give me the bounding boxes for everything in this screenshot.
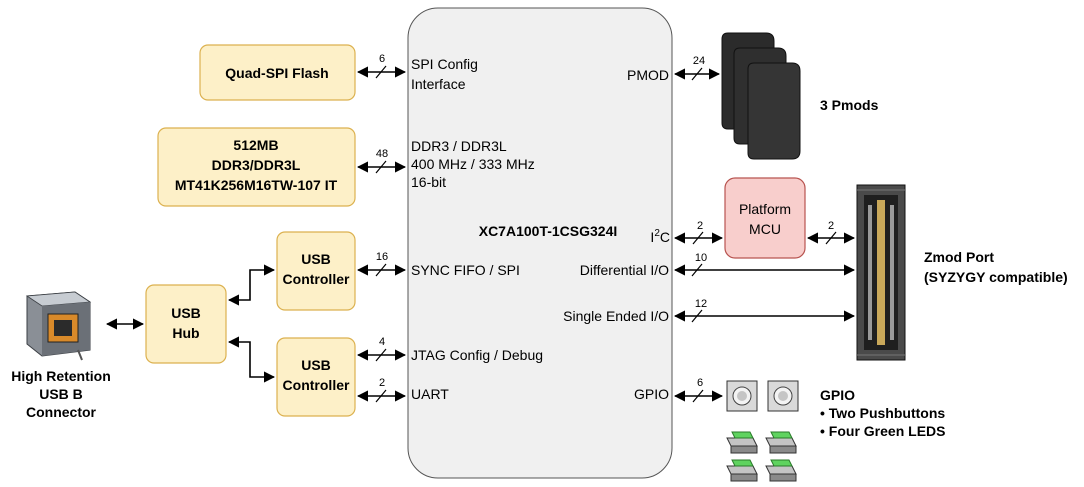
usb-controller-top-line-2: Controller <box>283 271 350 287</box>
pmod-modules-icon <box>721 32 801 160</box>
fpga-name: XC7A100T-1CSG324I <box>479 223 618 239</box>
bus-width-gpio: 6 <box>697 377 703 389</box>
port-spi-config-1: SPI Config <box>411 56 478 72</box>
usb-connector-label-1: High Retention <box>11 368 111 384</box>
hub-controller-bottom-link <box>227 336 276 383</box>
bus-width-single-ended: 12 <box>695 298 707 310</box>
usb-controller-top-line-1: USB <box>301 251 331 267</box>
port-uart: UART <box>411 386 449 402</box>
green-led-icon <box>765 431 797 454</box>
bus-width-usb-sync: 16 <box>376 251 388 263</box>
platform-mcu-line-2: MCU <box>749 221 781 237</box>
ddr-memory-line-3: MT41K256M16TW-107 IT <box>175 177 338 193</box>
hub-controller-top-link <box>227 264 276 306</box>
bus-width-pmod: 24 <box>693 55 705 67</box>
ddr-memory-block <box>157 127 356 207</box>
port-ddr-3: 16-bit <box>411 174 446 190</box>
ddr-memory-line-1: 512MB <box>233 137 278 153</box>
green-led-icon <box>726 431 758 454</box>
port-gpio: GPIO <box>634 386 669 402</box>
usb-connector-label-2: USB B <box>39 386 83 402</box>
usb-controller-bottom-line-1: USB <box>301 357 331 373</box>
usb-controller-top-block <box>276 231 356 311</box>
port-single-ended: Single Ended I/O <box>563 308 669 324</box>
usb-b-connector-icon <box>25 291 92 361</box>
green-led-icon <box>726 459 758 482</box>
gpio-item-pushbuttons: • Two Pushbuttons <box>820 405 945 421</box>
usb-tree-connections <box>105 264 276 383</box>
bus-width-ddr: 48 <box>376 148 388 160</box>
bus-width-jtag: 4 <box>379 336 385 348</box>
port-pmod: PMOD <box>627 67 669 83</box>
gpio-item-leds: • Four Green LEDS <box>820 423 945 439</box>
gpio-title: GPIO <box>820 387 855 403</box>
port-jtag: JTAG Config / Debug <box>411 347 543 363</box>
bus-width-mcu-zmod: 2 <box>828 220 834 232</box>
zmod-connector-icon <box>856 184 906 361</box>
qspi-flash-block <box>199 44 356 101</box>
bus-width-i2c: 2 <box>697 220 703 232</box>
qspi-flash-label: Quad-SPI Flash <box>225 65 328 81</box>
pushbutton-icon <box>767 380 799 412</box>
port-differential: Differential I/O <box>580 262 669 278</box>
usb-hub-line-1: USB <box>171 305 201 321</box>
port-ddr-1: DDR3 / DDR3L <box>411 138 507 154</box>
bus-slash-marks <box>375 65 837 403</box>
usb-hub-line-2: Hub <box>172 325 199 341</box>
port-spi-config-2: Interface <box>411 76 466 92</box>
pushbutton-icon <box>726 380 758 412</box>
port-sync-fifo: SYNC FIFO / SPI <box>411 262 520 278</box>
ddr-memory-line-2: DDR3/DDR3L <box>212 157 301 173</box>
port-ddr-2: 400 MHz / 333 MHz <box>411 156 535 172</box>
green-led-icon <box>765 459 797 482</box>
platform-mcu-block <box>724 177 806 259</box>
pmods-label: 3 Pmods <box>820 97 879 113</box>
bus-width-differential: 10 <box>695 252 707 264</box>
fpga-block <box>407 7 673 479</box>
zmod-label-2: (SYZYGY compatible) <box>924 269 1068 285</box>
platform-mcu-line-1: Platform <box>739 201 791 217</box>
usb-controller-bottom-block <box>276 337 356 417</box>
usb-connector-label-3: Connector <box>26 404 97 420</box>
bus-width-uart: 2 <box>379 377 385 389</box>
usb-hub-block <box>145 284 227 364</box>
usb-controller-bottom-line-2: Controller <box>283 377 350 393</box>
port-i2c: I2C <box>650 228 670 245</box>
zmod-label-1: Zmod Port <box>924 249 994 265</box>
bus-width-qspi: 6 <box>379 53 385 65</box>
